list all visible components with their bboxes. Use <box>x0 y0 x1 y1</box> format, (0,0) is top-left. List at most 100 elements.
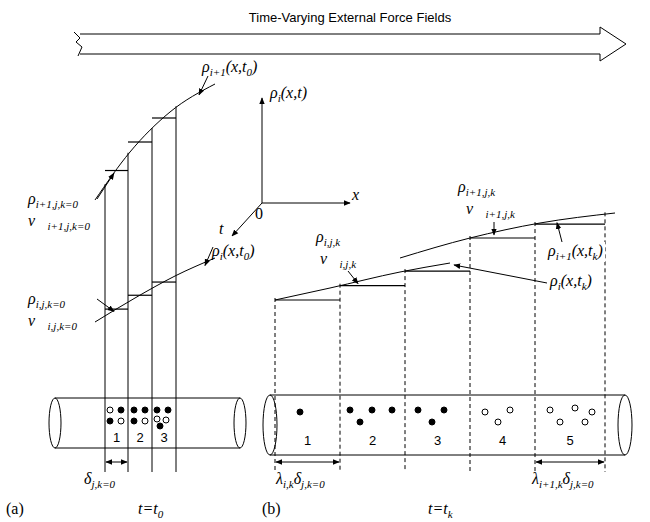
velocity-label: v⃗i+1,j,k=0 <box>28 212 90 232</box>
leader-line <box>97 299 114 311</box>
step-top <box>152 281 176 282</box>
particle <box>482 409 488 415</box>
panel-label: (a) <box>6 500 24 518</box>
particle <box>297 409 303 415</box>
density-curve <box>275 263 450 300</box>
width-arrow <box>276 462 339 463</box>
curve-label: ρi(x,t0) <box>212 242 254 262</box>
curve-label: ρi(x,tk) <box>548 272 594 292</box>
cell-number: 5 <box>566 432 573 450</box>
particle <box>154 407 160 413</box>
time-label: t=tk <box>428 500 453 520</box>
step-top <box>275 299 340 300</box>
leader-line <box>97 173 114 199</box>
density-curve <box>95 258 215 322</box>
tube-wall <box>55 448 240 449</box>
cell-width-label: λi,kδj,k=0 <box>276 470 325 490</box>
density-label: ρi,j,k <box>316 228 340 248</box>
x-axis <box>262 203 350 204</box>
cell-number: 2 <box>136 429 143 447</box>
leader-line <box>557 223 562 242</box>
particle <box>154 416 160 422</box>
density-label: ρi,j,k=0 <box>28 290 65 310</box>
particle <box>547 407 553 413</box>
particle <box>107 407 113 413</box>
particle <box>589 409 595 415</box>
particle <box>142 407 148 413</box>
step-top <box>128 141 152 142</box>
force-field-banner: Time-Varying External Force Fields <box>70 2 630 62</box>
cell-boundary <box>152 128 153 472</box>
cell-number: 3 <box>160 429 167 447</box>
particle <box>157 423 163 429</box>
leader-line <box>199 76 208 95</box>
cell-boundary <box>340 284 341 472</box>
cell-number: 4 <box>499 432 506 450</box>
step-top <box>128 295 152 296</box>
step-top <box>535 223 605 224</box>
cell-number: 3 <box>434 432 441 450</box>
particle <box>369 407 375 413</box>
tube-end <box>263 395 277 455</box>
cell-boundary <box>535 222 536 472</box>
step-top <box>340 285 405 286</box>
particle <box>429 419 435 425</box>
cell-width-label: δj,k=0 <box>84 470 115 490</box>
break-mark <box>74 32 82 56</box>
axes <box>232 98 350 236</box>
density-axis <box>262 98 263 203</box>
particle <box>131 418 137 424</box>
velocity-label: v⃗i,j,k <box>320 250 356 270</box>
leader-line <box>494 222 495 235</box>
banner-text: Time-Varying External Force Fields <box>70 2 630 25</box>
particle <box>347 407 353 413</box>
axis-label: t <box>219 220 223 238</box>
velocity-label: v⃗i+1,j,k <box>466 200 515 220</box>
cell-number: 1 <box>304 432 311 450</box>
cell-boundary <box>105 184 106 472</box>
cell-boundary <box>128 153 129 472</box>
panel-a <box>49 76 246 472</box>
density-curve <box>95 84 215 200</box>
panel-label: (b) <box>262 500 281 518</box>
leader-line <box>454 265 547 283</box>
width-arrow <box>536 462 604 463</box>
cell-boundary <box>176 106 177 472</box>
arrow-outline <box>80 27 626 61</box>
particle <box>357 419 363 425</box>
step-top <box>105 309 128 310</box>
particle <box>507 407 513 413</box>
particle <box>131 407 137 413</box>
step-top <box>105 170 128 171</box>
particle <box>142 418 148 424</box>
step-top <box>470 237 535 238</box>
particle <box>557 419 563 425</box>
step-top <box>405 271 470 272</box>
tube-end <box>234 398 246 448</box>
time-axis <box>232 203 262 236</box>
particle <box>118 407 124 413</box>
tube-end <box>49 398 61 448</box>
density-label: ρi+1,j,k=0 <box>28 190 78 210</box>
width-arrow <box>106 462 127 463</box>
tube-wall <box>270 395 625 396</box>
cell-number: 2 <box>369 432 376 450</box>
curve-label: ρi+1(x,t0) <box>202 58 257 78</box>
origin-label: 0 <box>255 205 263 223</box>
leader-line <box>348 271 358 284</box>
particle <box>163 417 169 423</box>
particle <box>165 407 171 413</box>
cell-number: 1 <box>113 429 120 447</box>
particle <box>415 407 421 413</box>
cell-boundary <box>405 269 406 472</box>
tube-end <box>618 395 632 455</box>
tube-wall <box>55 398 240 399</box>
particle <box>118 418 124 424</box>
velocity-label: v⃗i,j,k=0 <box>28 312 77 332</box>
tube-wall <box>270 455 625 456</box>
particle <box>582 419 588 425</box>
particle <box>495 419 501 425</box>
leader-line <box>205 247 213 266</box>
axis-label: ρi(x,t) <box>270 84 307 104</box>
panel-b <box>263 212 632 472</box>
